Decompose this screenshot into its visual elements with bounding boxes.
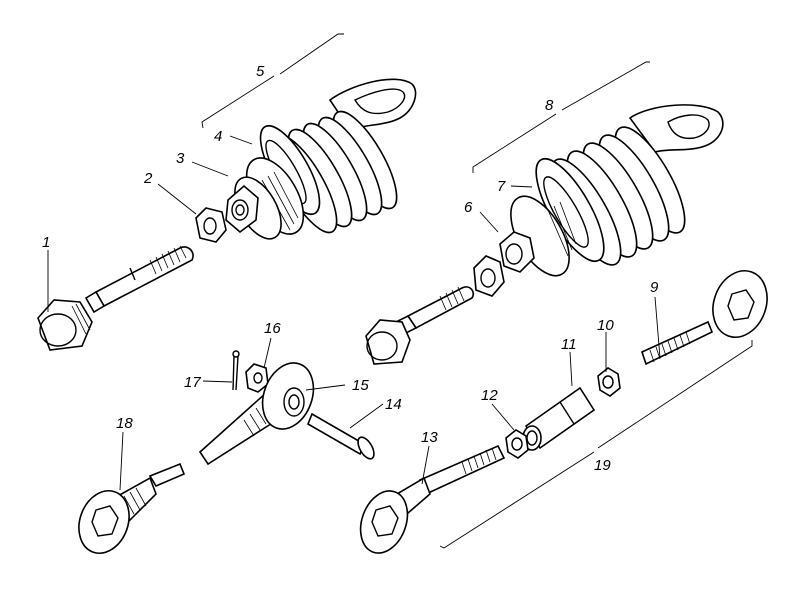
bracket-5 <box>201 33 344 129</box>
callout-labels: 1 2 3 4 5 6 7 8 9 10 11 12 13 14 15 16 1… <box>42 63 659 474</box>
retainer-nut-6 <box>499 195 577 277</box>
rod-end-13 <box>359 444 506 554</box>
callout-11: 11 <box>561 336 577 353</box>
callout-1: 1 <box>42 234 50 251</box>
fork-group <box>78 350 375 554</box>
callout-10: 10 <box>597 317 614 334</box>
hex-nut-2 <box>195 207 227 243</box>
callout-8: 8 <box>545 97 554 114</box>
callout-3: 3 <box>176 150 185 167</box>
leader-13 <box>421 445 430 485</box>
bolt-right <box>365 286 475 365</box>
leader-14 <box>349 403 384 429</box>
fork-end-15 <box>198 362 315 466</box>
lock-nut-12 <box>505 429 529 459</box>
coil-spring-right <box>535 126 686 266</box>
callout-13: 13 <box>421 429 438 446</box>
spring-assembly-left <box>37 33 417 351</box>
leader-2 <box>157 183 197 215</box>
leader-18 <box>119 431 124 491</box>
callout-15: 15 <box>352 377 369 394</box>
bracket-8 <box>472 61 650 173</box>
eye-bolt-9 <box>641 270 768 366</box>
callout-6: 6 <box>464 199 473 216</box>
bracket-19 <box>439 340 753 549</box>
callout-16: 16 <box>264 320 281 337</box>
leader-16 <box>263 337 272 369</box>
spring-eye-loop-right <box>628 104 724 153</box>
spring-seat-4 <box>245 157 305 235</box>
retainer-nut-3 <box>225 176 282 240</box>
callout-18: 18 <box>116 415 133 432</box>
callout-2: 2 <box>143 170 153 187</box>
spring-assembly-right <box>365 61 724 365</box>
leader-lines <box>47 135 661 491</box>
cotter-pin-17 <box>232 350 240 391</box>
bolt-1 <box>37 245 194 351</box>
rod-assembly-19 <box>359 270 768 554</box>
leader-6 <box>479 211 499 233</box>
lock-nut-10 <box>597 367 621 397</box>
callout-7: 7 <box>497 178 506 195</box>
rod-end-18 <box>78 462 186 554</box>
coil-spring-left <box>259 110 398 234</box>
callout-4: 4 <box>214 128 222 145</box>
turnbuckle-sleeve-11 <box>522 386 596 451</box>
leader-17 <box>202 380 233 383</box>
leader-12 <box>491 403 515 431</box>
leader-15 <box>305 384 346 391</box>
callout-14: 14 <box>385 396 402 413</box>
leader-3 <box>191 161 229 177</box>
clevis-pin-14 <box>306 412 375 460</box>
callout-17: 17 <box>184 374 201 391</box>
callout-9: 9 <box>650 279 659 296</box>
leader-11 <box>569 351 573 387</box>
leader-7 <box>510 185 533 188</box>
callout-19: 19 <box>594 457 611 474</box>
callout-12: 12 <box>481 387 498 404</box>
callout-5: 5 <box>256 63 265 80</box>
leader-9 <box>654 296 661 359</box>
leader-4 <box>229 135 253 145</box>
hex-nut-right <box>473 255 505 297</box>
